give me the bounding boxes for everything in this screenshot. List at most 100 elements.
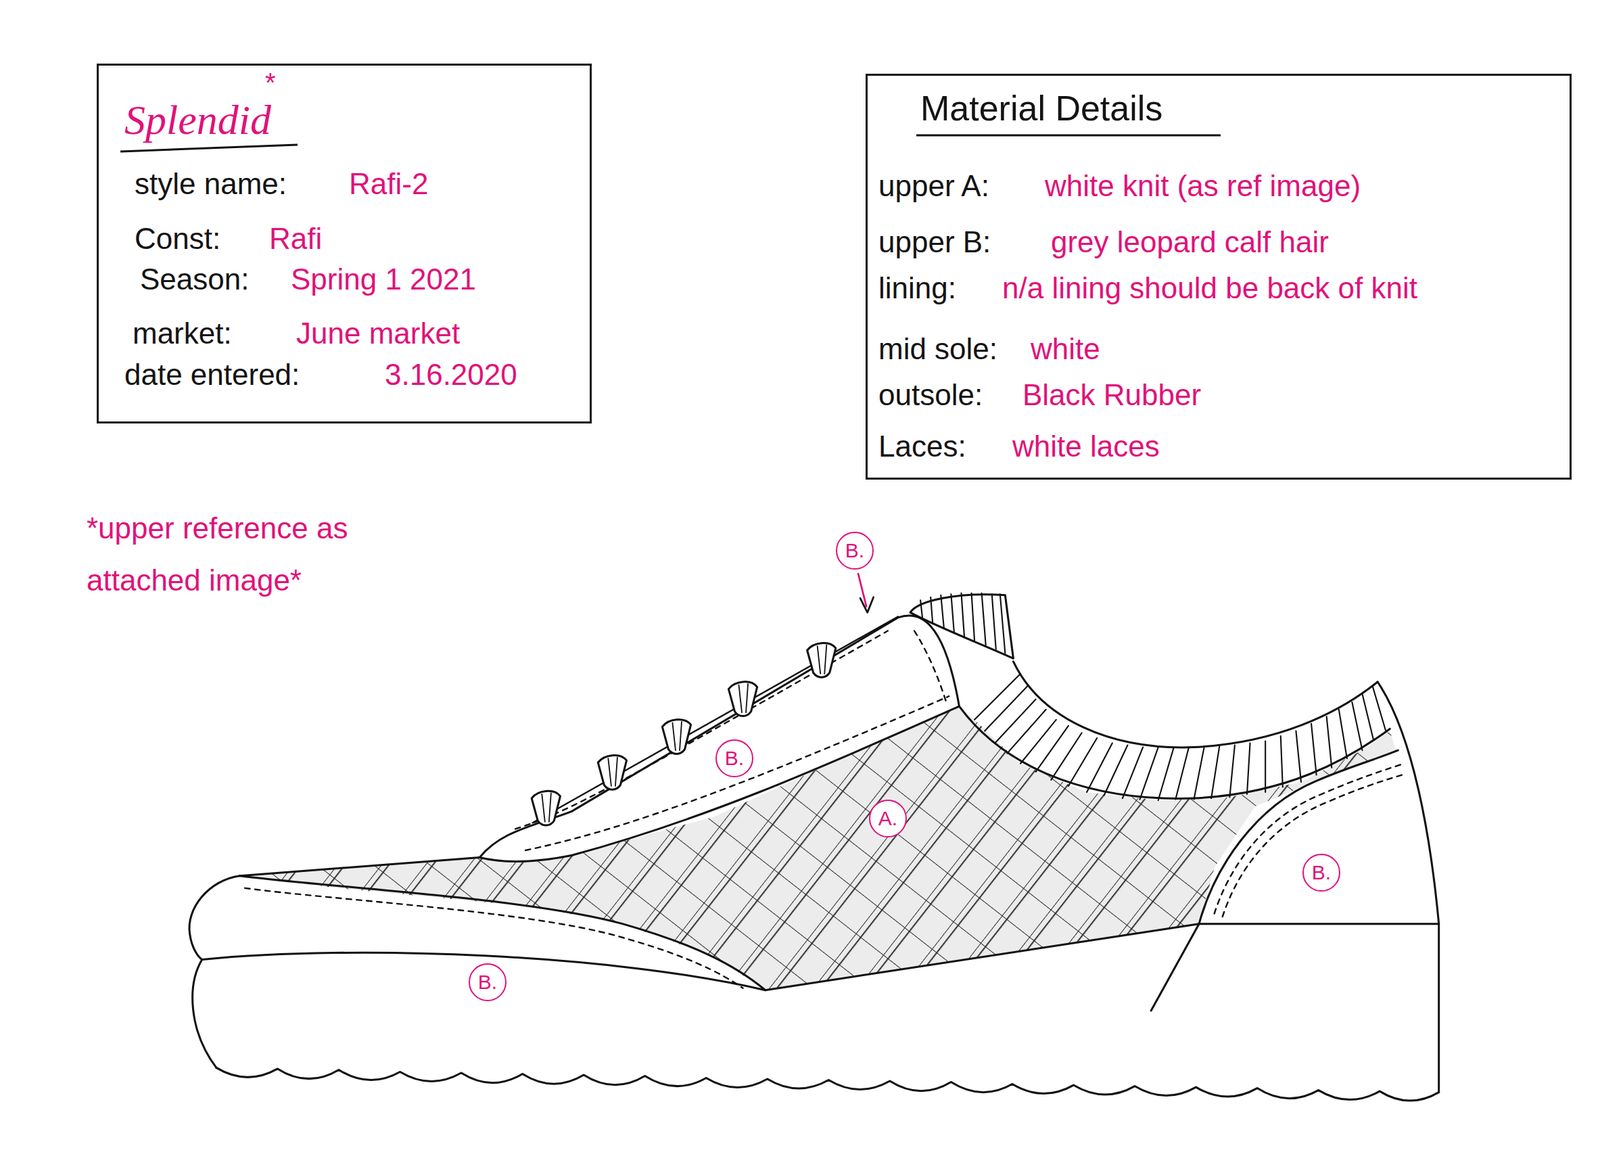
callout-letter: B. <box>845 540 865 561</box>
field-label: Const: <box>134 222 221 255</box>
midsole-front <box>192 958 217 1068</box>
midsole-line <box>1150 923 1199 1011</box>
text-slot: Rafi <box>269 222 322 255</box>
callout-circle: B. <box>835 531 874 570</box>
field-value: white <box>1030 332 1101 366</box>
eyestay-stitch <box>525 695 949 851</box>
text-slot: upper B: <box>878 225 991 259</box>
text-slot: 3.16.2020 <box>384 358 518 391</box>
label-slot: *upper reference as attached image* <box>86 501 452 606</box>
callout-letter: B. <box>1311 862 1331 883</box>
eyestay-stitch <box>515 630 888 830</box>
text-slot: B. <box>724 747 744 769</box>
text-slot: style name: <box>134 167 287 201</box>
eyelet <box>728 681 757 717</box>
field-label: date entered: <box>124 358 300 391</box>
field-label: Season: <box>139 263 249 296</box>
text-slot: June market <box>296 317 460 350</box>
collar-top <box>1013 661 1378 748</box>
field-value: n/a lining should be back of knit <box>1002 271 1418 305</box>
field-label: outsole: <box>878 378 983 412</box>
eyelet-fold <box>541 792 552 821</box>
field-value: June market <box>296 317 460 350</box>
collar-bottom <box>958 706 1390 798</box>
eyelet <box>597 755 627 790</box>
text-slot: B. <box>478 971 498 993</box>
eyestay-panel <box>479 615 959 862</box>
brand-underline <box>120 144 298 152</box>
field-label: upper B: <box>878 225 991 259</box>
text-slot: lining: <box>878 271 957 305</box>
text-slot: outsole: <box>878 378 983 412</box>
text-slot: B. <box>845 540 865 561</box>
style-info-box: Splendid* style name: Rafi-2Const: RafiSeas… <box>96 63 592 424</box>
text-slot: white <box>1030 332 1101 366</box>
field-value: Rafi <box>269 222 322 255</box>
material-details-box: Material Details upper A: white knit (as r… <box>865 73 1572 480</box>
text-slot: Const: <box>134 222 221 255</box>
text-slot: date entered: <box>124 358 300 391</box>
callout-circle: B. <box>1302 853 1341 892</box>
field-label: Laces: <box>878 430 967 463</box>
callout-circle: A. <box>868 799 907 838</box>
vamp-top <box>240 857 481 876</box>
text-slot: white laces <box>1012 430 1160 463</box>
text-slot: Black Rubber <box>1022 378 1202 412</box>
heel-back <box>1377 681 1440 1093</box>
text-slot: market: <box>132 317 232 350</box>
heel-stitch <box>1222 773 1407 917</box>
lace-line <box>532 616 899 823</box>
asterisk-mark: * <box>265 67 276 98</box>
eyelet <box>531 790 560 826</box>
text-slot: Laces: <box>878 430 967 463</box>
field-label: lining: <box>878 271 957 305</box>
eyelet-fold <box>817 645 828 674</box>
text-slot: Splendid <box>124 96 272 143</box>
collar-rib <box>974 673 1386 800</box>
shoe-drawing <box>189 573 1440 1101</box>
heel-stitch <box>1214 763 1405 914</box>
eyelet-fold <box>607 757 618 786</box>
text-slot: Rafi-2 <box>348 167 429 201</box>
text-slot: grey leopard calf hair <box>1050 225 1329 259</box>
field-label: mid sole: <box>878 332 998 366</box>
field-value: white knit (as ref image) <box>1044 169 1361 203</box>
callout-circle: B. <box>468 962 507 1001</box>
text-slot: * <box>265 67 276 98</box>
field-value: Spring 1 2021 <box>290 263 477 296</box>
outsole-tread <box>216 1067 1440 1101</box>
brand-name: Splendid <box>124 96 272 143</box>
callout-letter: B. <box>724 747 744 769</box>
field-value: grey leopard calf hair <box>1050 225 1329 259</box>
midsole-top <box>202 923 1440 991</box>
eyelet <box>807 643 836 678</box>
field-value: Rafi-2 <box>348 167 429 201</box>
field-label: market: <box>132 317 232 350</box>
eyelet-fold <box>739 683 749 713</box>
text-slot: white knit (as ref image) <box>1044 169 1361 203</box>
callout-letter: A. <box>878 808 898 829</box>
toe-front <box>189 875 241 960</box>
text-slot: n/a lining should be back of knit <box>1002 271 1418 305</box>
text-slot: B. <box>1311 862 1331 883</box>
field-value: 3.16.2020 <box>384 358 518 391</box>
field-value: Black Rubber <box>1022 378 1202 412</box>
tongue-stitch <box>914 630 947 705</box>
text-slot: mid sole: <box>878 332 998 366</box>
callout-letter: B. <box>478 971 498 993</box>
tab-rib <box>920 593 1005 654</box>
text-slot: Material Details <box>920 89 1163 128</box>
field-label: style name: <box>134 167 287 201</box>
text-slot: upper A: <box>878 169 990 203</box>
table-heading: Material Details <box>920 89 1163 128</box>
text-slot: Spring 1 2021 <box>290 263 477 296</box>
eyelet-fold <box>672 721 682 750</box>
eyelet <box>662 719 691 755</box>
text-slot: A. <box>878 808 898 829</box>
field-label: upper A: <box>878 169 990 203</box>
heading-underline <box>916 134 1221 137</box>
field-value: white laces <box>1012 430 1160 463</box>
callout-arrowhead <box>860 597 874 613</box>
callout-circle: B. <box>715 739 754 778</box>
